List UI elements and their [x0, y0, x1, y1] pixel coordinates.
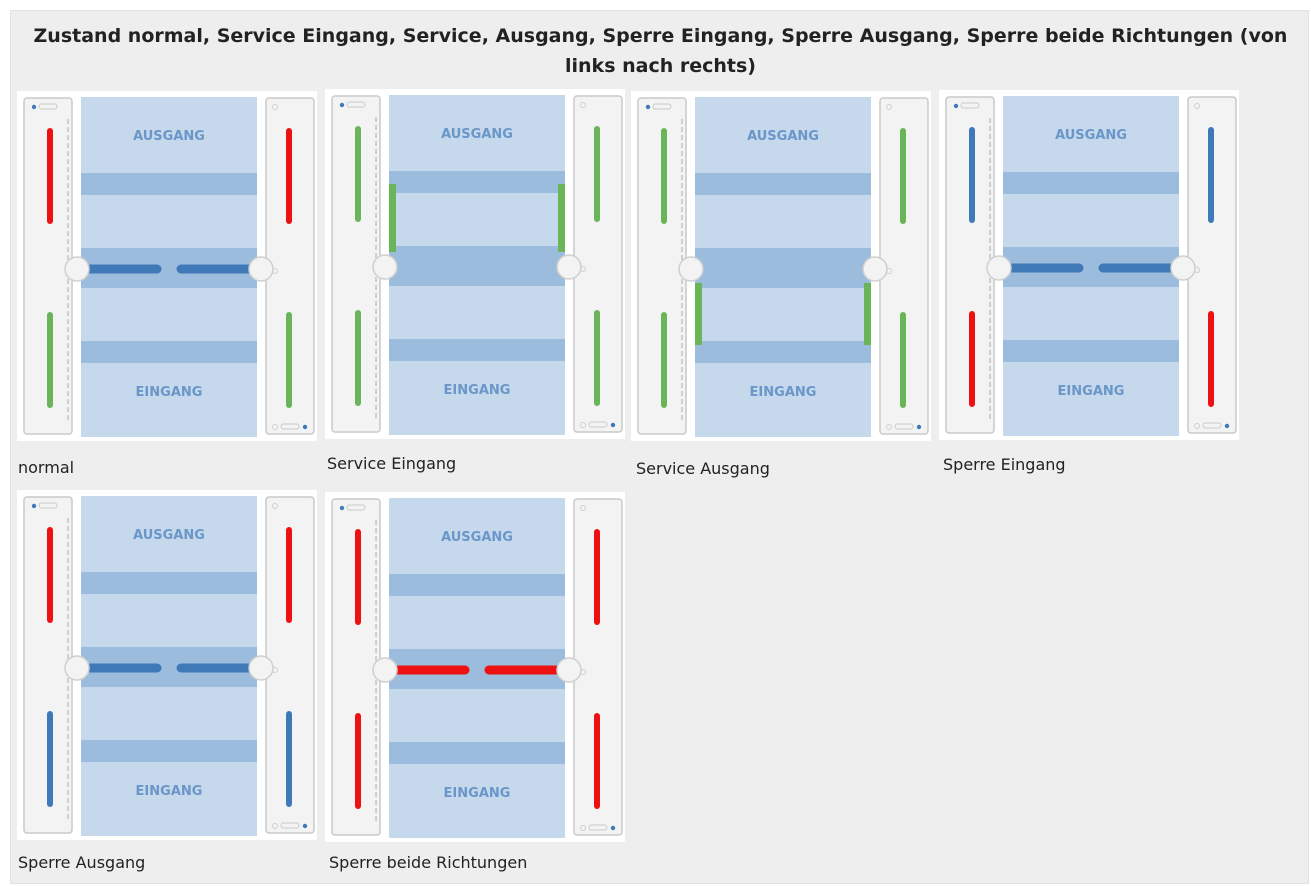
hinge-right [248, 256, 274, 282]
sensor-right-top [886, 104, 892, 110]
passage-band-lower [695, 341, 871, 363]
gate-diagram: AUSGANG EINGANG [23, 496, 315, 836]
card-slot-right [1202, 422, 1222, 429]
service-marker-right [558, 184, 565, 252]
hinge-right [556, 657, 582, 683]
card-slot-left [652, 103, 672, 110]
status-led-left [339, 505, 345, 511]
card-slot-left [346, 504, 366, 511]
sensor-right-bottom [272, 823, 278, 829]
service-marker-left [695, 283, 702, 345]
passage-band-lower [389, 742, 565, 764]
status-led-left [31, 503, 37, 509]
card-slot-right [280, 423, 300, 430]
card-slot-left [38, 502, 58, 509]
status-led-right [916, 424, 922, 430]
status-led-right [302, 823, 308, 829]
hinge-left [986, 255, 1012, 281]
label-entry: EINGANG [1058, 384, 1125, 399]
gate-diagram: AUSGANG EINGANG [331, 95, 623, 435]
status-led-right [1224, 423, 1230, 429]
caption-service-entry: Service Eingang [327, 454, 457, 473]
gate-diagram: AUSGANG EINGANG [945, 96, 1237, 436]
sensor-right-bottom [272, 424, 278, 430]
sensor-right-top [580, 505, 586, 511]
gate-image-block-exit[interactable]: AUSGANG EINGANG [17, 490, 317, 840]
sensor-right-top [1194, 103, 1200, 109]
card-slot-left [960, 102, 980, 109]
gate-diagram: AUSGANG EINGANG [23, 97, 315, 437]
gate-image-block-both[interactable]: AUSGANG EINGANG [325, 492, 625, 842]
sensor-right-top [272, 503, 278, 509]
sensor-right-bottom [580, 825, 586, 831]
caption-block-exit: Sperre Ausgang [18, 853, 146, 872]
gate-image-normal[interactable]: AUSGANG EINGANG [17, 91, 317, 441]
sensor-right-bottom [1194, 423, 1200, 429]
hinge-left [372, 254, 398, 280]
card-slot-right [588, 421, 608, 428]
gate-diagram: AUSGANG EINGANG [637, 97, 929, 437]
label-entry: EINGANG [444, 383, 511, 398]
passage-band-upper [389, 574, 565, 596]
card-slot-right [588, 824, 608, 831]
hinge-left [372, 657, 398, 683]
hinge-right [556, 254, 582, 280]
gate-image-service-exit[interactable]: AUSGANG EINGANG [631, 91, 931, 441]
label-exit: AUSGANG [133, 528, 205, 543]
passage-band-upper [81, 572, 257, 594]
caption-block-both: Sperre beide Richtungen [329, 853, 528, 872]
passage-band-upper [389, 171, 565, 193]
passage-band-upper [1003, 172, 1179, 194]
gate-diagram: AUSGANG EINGANG [331, 498, 623, 838]
status-led-left [31, 104, 37, 110]
label-exit: AUSGANG [133, 129, 205, 144]
passage-band-lower [1003, 340, 1179, 362]
passage-band-lower [389, 339, 565, 361]
sensor-right-top [580, 102, 586, 108]
hinge-left [64, 256, 90, 282]
passage-band-lower [81, 740, 257, 762]
status-led-left [339, 102, 345, 108]
label-entry: EINGANG [444, 786, 511, 801]
passage-band-upper [81, 173, 257, 195]
passage-band-lower [81, 341, 257, 363]
status-led-right [610, 422, 616, 428]
sensor-right-top [272, 104, 278, 110]
caption-normal: normal [18, 458, 75, 477]
hinge-right [1170, 255, 1196, 281]
sensor-right-bottom [886, 424, 892, 430]
service-marker-right [864, 283, 871, 345]
passage-band-upper [695, 173, 871, 195]
status-led-left [953, 103, 959, 109]
caption-service-exit: Service Ausgang [636, 459, 770, 478]
card-slot-right [894, 423, 914, 430]
label-exit: AUSGANG [747, 129, 819, 144]
label-entry: EINGANG [136, 385, 203, 400]
gate-image-block-entry[interactable]: AUSGANG EINGANG [939, 90, 1239, 440]
passage-band-center [695, 248, 871, 288]
label-entry: EINGANG [750, 385, 817, 400]
passage-band-center [389, 246, 565, 286]
status-led-left [645, 104, 651, 110]
hinge-left [64, 655, 90, 681]
card-slot-right [280, 822, 300, 829]
label-exit: AUSGANG [1055, 128, 1127, 143]
service-marker-left [389, 184, 396, 252]
status-led-right [302, 424, 308, 430]
card-slot-left [346, 101, 366, 108]
hinge-left [678, 256, 704, 282]
label-exit: AUSGANG [441, 127, 513, 142]
gate-image-service-entry[interactable]: AUSGANG EINGANG [325, 89, 625, 439]
gallery: Zustand normal, Service Eingang, Service… [10, 10, 1309, 884]
card-slot-left [38, 103, 58, 110]
gallery-title: Zustand normal, Service Eingang, Service… [33, 25, 1288, 77]
label-exit: AUSGANG [441, 530, 513, 545]
hinge-right [862, 256, 888, 282]
label-entry: EINGANG [136, 784, 203, 799]
hinge-right [248, 655, 274, 681]
sensor-right-bottom [580, 422, 586, 428]
status-led-right [610, 825, 616, 831]
caption-block-entry: Sperre Eingang [943, 455, 1066, 474]
